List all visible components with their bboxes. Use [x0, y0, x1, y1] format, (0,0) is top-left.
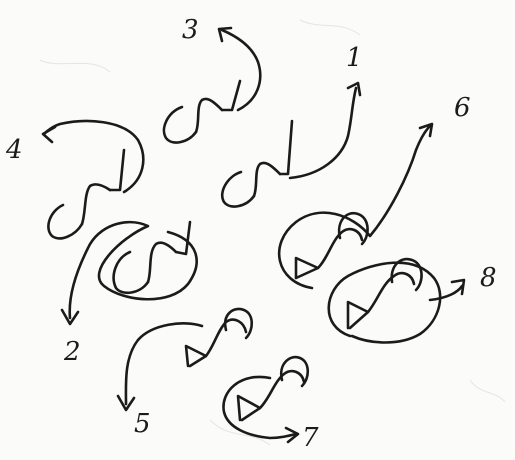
- label-6: 6: [454, 93, 471, 123]
- label-4: 4: [5, 135, 23, 165]
- label-3: 3: [182, 15, 199, 45]
- molecule-structure-d: [114, 222, 190, 293]
- arrow-to-2: [62, 222, 197, 324]
- paper-texture: [40, 20, 505, 445]
- label-7: 7: [302, 423, 319, 453]
- molecule-structure-g: [186, 309, 252, 366]
- label-2: 2: [63, 337, 81, 367]
- arrow-to-7: [223, 377, 298, 442]
- molecule-structure-b: [222, 121, 292, 207]
- molecule-structure-h: [238, 357, 308, 420]
- arrow-to-4: [43, 121, 143, 192]
- label-1: 1: [346, 43, 363, 73]
- arrow-to-1: [290, 83, 360, 178]
- label-5: 5: [134, 409, 151, 439]
- label-8: 8: [480, 263, 497, 293]
- arrow-to-3: [219, 28, 260, 110]
- molecule-structure-a: [164, 81, 240, 143]
